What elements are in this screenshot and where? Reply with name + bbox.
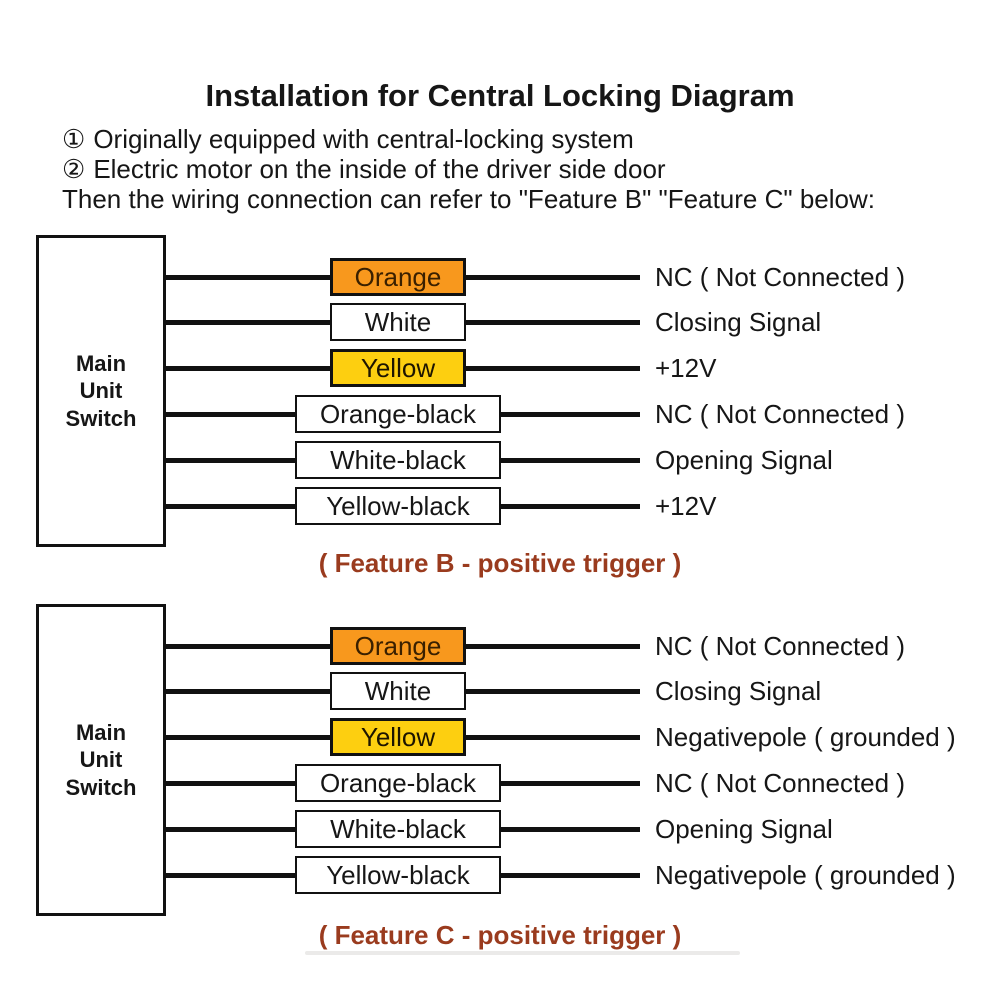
- wire-color-label: Yellow: [330, 718, 466, 756]
- feature-b-caption: ( Feature B - positive trigger ): [318, 548, 682, 578]
- note-1-text: Originally equipped with central-locking…: [93, 124, 634, 154]
- wire-color-label: White-black: [295, 810, 501, 848]
- signal-label: +12V: [655, 491, 717, 521]
- wire-color-label: Orange: [330, 627, 466, 665]
- diagram-feature-b: Main Unit Switch Orange NC ( Not Connect…: [36, 235, 964, 547]
- signal-label: +12V: [655, 353, 717, 383]
- wire-color-label: White: [330, 303, 466, 341]
- wire-color-label: Orange: [330, 258, 466, 296]
- main-unit-switch-box: Main Unit Switch: [36, 235, 166, 547]
- wire-color-label: Orange-black: [295, 764, 501, 802]
- wire-color-label: White-black: [295, 441, 501, 479]
- signal-label: Negativepole ( grounded ): [655, 722, 956, 752]
- signal-label: NC ( Not Connected ): [655, 768, 905, 798]
- intro-text: Then the wiring connection can refer to …: [62, 184, 875, 214]
- signal-label: Opening Signal: [655, 814, 833, 844]
- main-unit-switch-box: Main Unit Switch: [36, 604, 166, 916]
- wire-color-label: Orange-black: [295, 395, 501, 433]
- signal-label: Closing Signal: [655, 307, 822, 337]
- wire-color-label: White: [330, 672, 466, 710]
- divider-smear: [305, 951, 740, 955]
- signal-label: Closing Signal: [655, 676, 822, 706]
- signal-label: Negativepole ( grounded ): [655, 860, 956, 890]
- circled-number-2-icon: ②: [62, 154, 86, 184]
- signal-label: Opening Signal: [655, 445, 833, 475]
- feature-c-caption: ( Feature C - positive trigger ): [318, 920, 682, 950]
- wire-color-label: Yellow-black: [295, 856, 501, 894]
- signal-label: NC ( Not Connected ): [655, 262, 905, 292]
- diagram-feature-c: Main Unit Switch Orange NC ( Not Connect…: [36, 604, 964, 916]
- page-title: Installation for Central Locking Diagram: [205, 78, 795, 113]
- wire-color-label: Yellow-black: [295, 487, 501, 525]
- circled-number-1-icon: ①: [62, 124, 86, 154]
- note-2-text: Electric motor on the inside of the driv…: [93, 154, 666, 184]
- signal-label: NC ( Not Connected ): [655, 631, 905, 661]
- signal-label: NC ( Not Connected ): [655, 399, 905, 429]
- wire-color-label: Yellow: [330, 349, 466, 387]
